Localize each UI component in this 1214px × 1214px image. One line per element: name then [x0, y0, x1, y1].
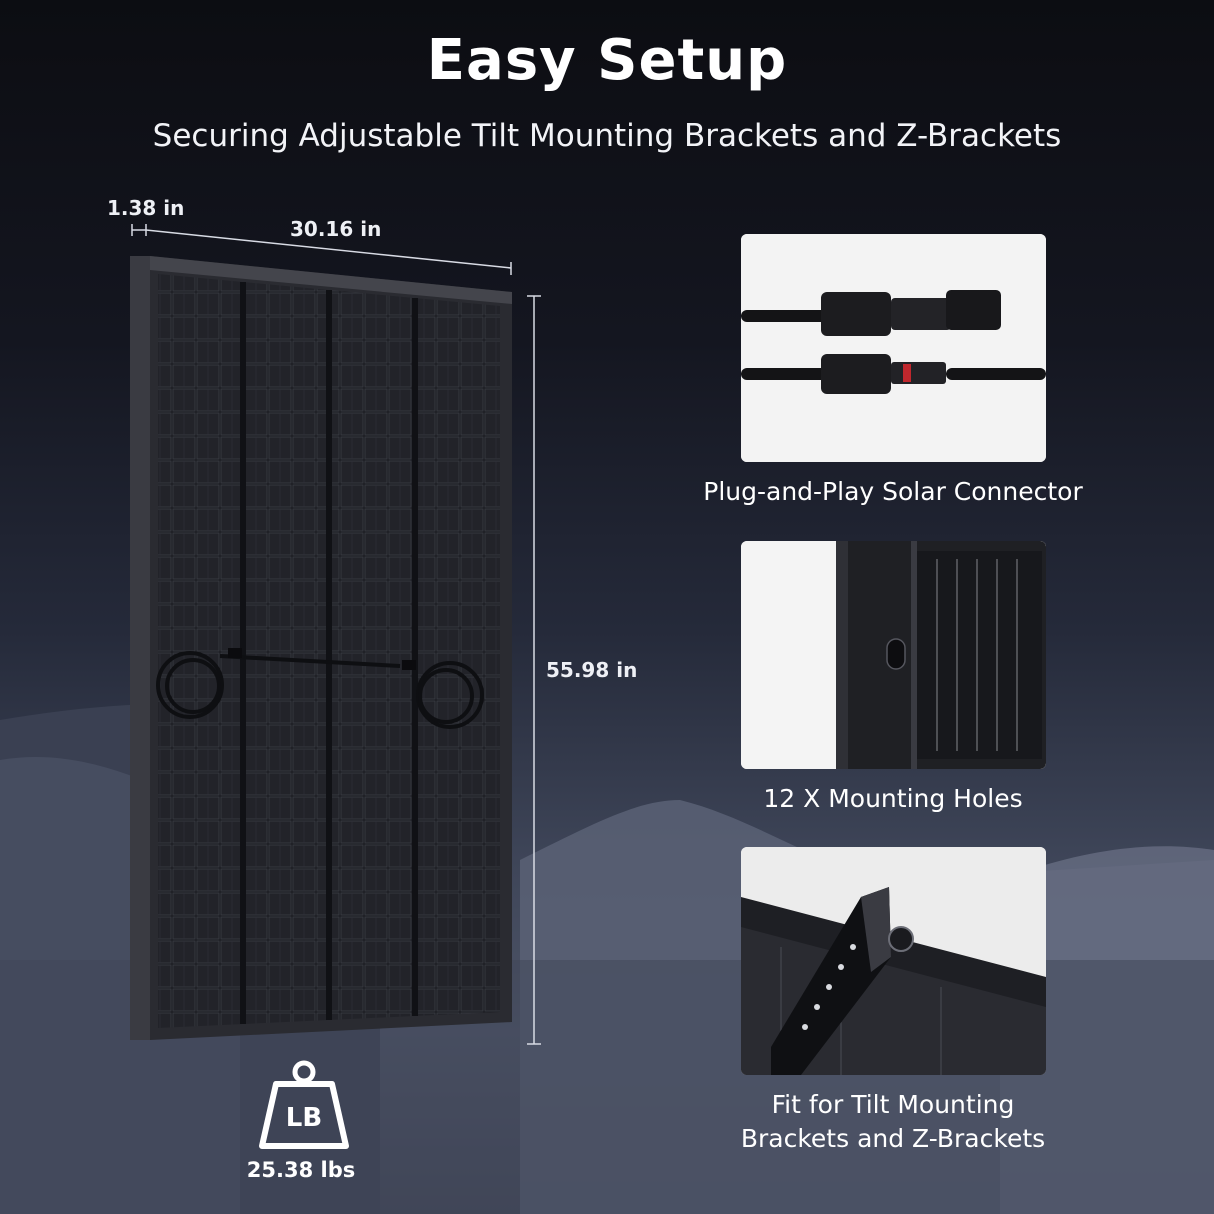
width-label: 30.16 in — [290, 217, 382, 241]
mounting-holes-caption: 12 X Mounting Holes — [763, 784, 1023, 813]
mounting-holes-photo — [741, 541, 1046, 769]
weight-icon: LB — [259, 1060, 349, 1149]
connector-photo-card — [741, 234, 1046, 462]
bracket-photo-card — [741, 847, 1046, 1075]
page-title: Easy Setup — [426, 28, 788, 93]
bracket-caption: Fit for Tilt Mounting Brackets and Z-Bra… — [660, 1088, 1126, 1156]
bracket-photo — [741, 847, 1046, 1075]
weight-icon-label: LB — [286, 1103, 322, 1133]
mounting-holes-photo-card — [741, 541, 1046, 769]
solar-connector-photo — [741, 234, 1046, 462]
thickness-label: 1.38 in — [107, 196, 185, 220]
bracket-caption-line2: Brackets and Z-Brackets — [740, 1124, 1046, 1153]
connector-caption: Plug-and-Play Solar Connector — [703, 477, 1083, 506]
page-subtitle: Securing Adjustable Tilt Mounting Bracke… — [152, 118, 1062, 154]
weight-value: 25.38 lbs — [246, 1158, 356, 1182]
solar-panel-image — [130, 256, 512, 1040]
height-label: 55.98 in — [546, 658, 638, 682]
bracket-caption-line1: Fit for Tilt Mounting — [771, 1090, 1015, 1119]
